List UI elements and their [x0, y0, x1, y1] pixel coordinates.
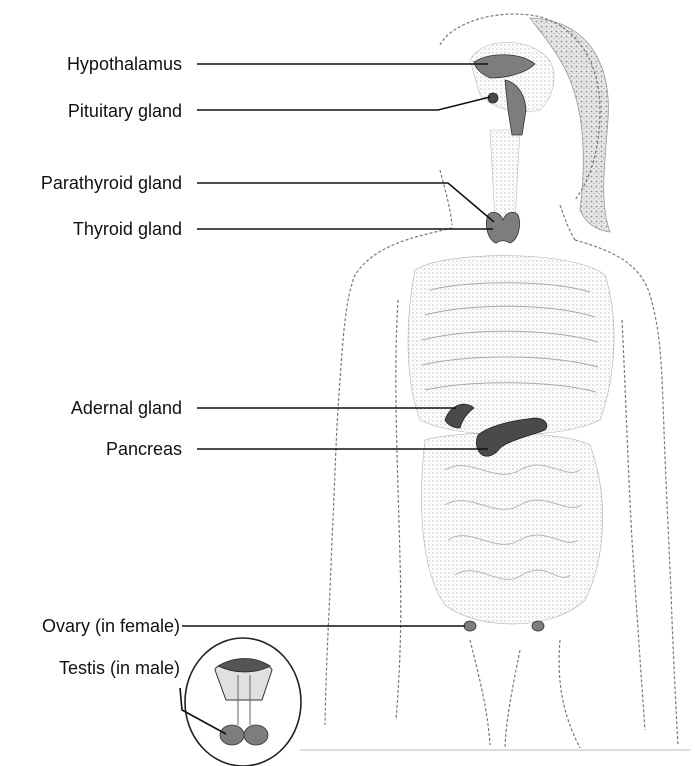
inset-circle — [185, 638, 301, 766]
label-thyroid: Thyroid gland — [73, 219, 182, 239]
label-testis: Testis (in male) — [59, 658, 180, 678]
ovary-right — [532, 621, 544, 631]
labels: Hypothalamus Pituitary gland Parathyroid… — [41, 54, 182, 678]
testis-left — [220, 725, 244, 745]
trachea — [490, 130, 520, 220]
label-hypothalamus: Hypothalamus — [67, 54, 182, 74]
label-ovary: Ovary (in female) — [42, 616, 180, 636]
testis-right — [244, 725, 268, 745]
pituitary-gland — [488, 93, 498, 103]
testis-inset — [185, 638, 301, 766]
left-arm-inner — [396, 300, 401, 720]
hair — [530, 18, 610, 232]
label-pancreas: Pancreas — [106, 439, 182, 459]
leader-pituitary — [197, 97, 490, 110]
label-parathyroid: Parathyroid gland — [41, 173, 182, 193]
intestines — [422, 433, 603, 624]
leader-parathyroid — [197, 183, 494, 222]
right-arm-inner — [622, 320, 645, 730]
label-pituitary: Pituitary gland — [68, 101, 182, 121]
ovary-left — [464, 621, 476, 631]
label-adrenal: Adernal gland — [71, 398, 182, 418]
legs-outline — [470, 640, 580, 748]
